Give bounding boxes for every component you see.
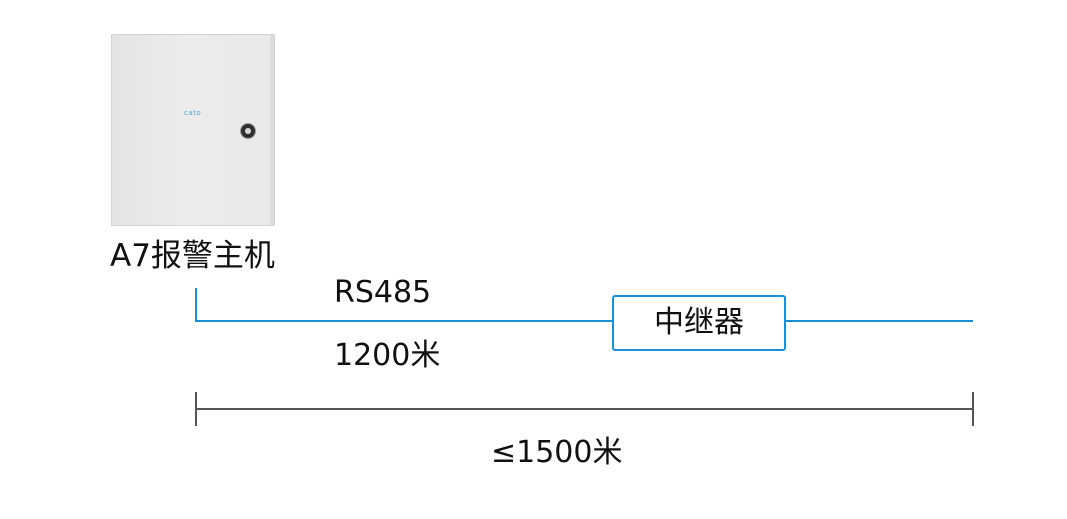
- alarm-panel-label: A7报警主机: [110, 238, 275, 274]
- bus-protocol-label: RS485: [334, 275, 432, 310]
- segment-length-label: 1200米: [334, 338, 441, 373]
- repeater-box: 中继器: [612, 295, 786, 351]
- alarm-panel-image: cato: [111, 34, 275, 226]
- alarm-panel-edge: [270, 35, 274, 225]
- repeater-label: 中继器: [654, 305, 744, 340]
- total-length-label: ≤1500米: [491, 435, 623, 470]
- alarm-panel-brand-logo: cato: [184, 109, 202, 117]
- lock-icon: [241, 124, 255, 138]
